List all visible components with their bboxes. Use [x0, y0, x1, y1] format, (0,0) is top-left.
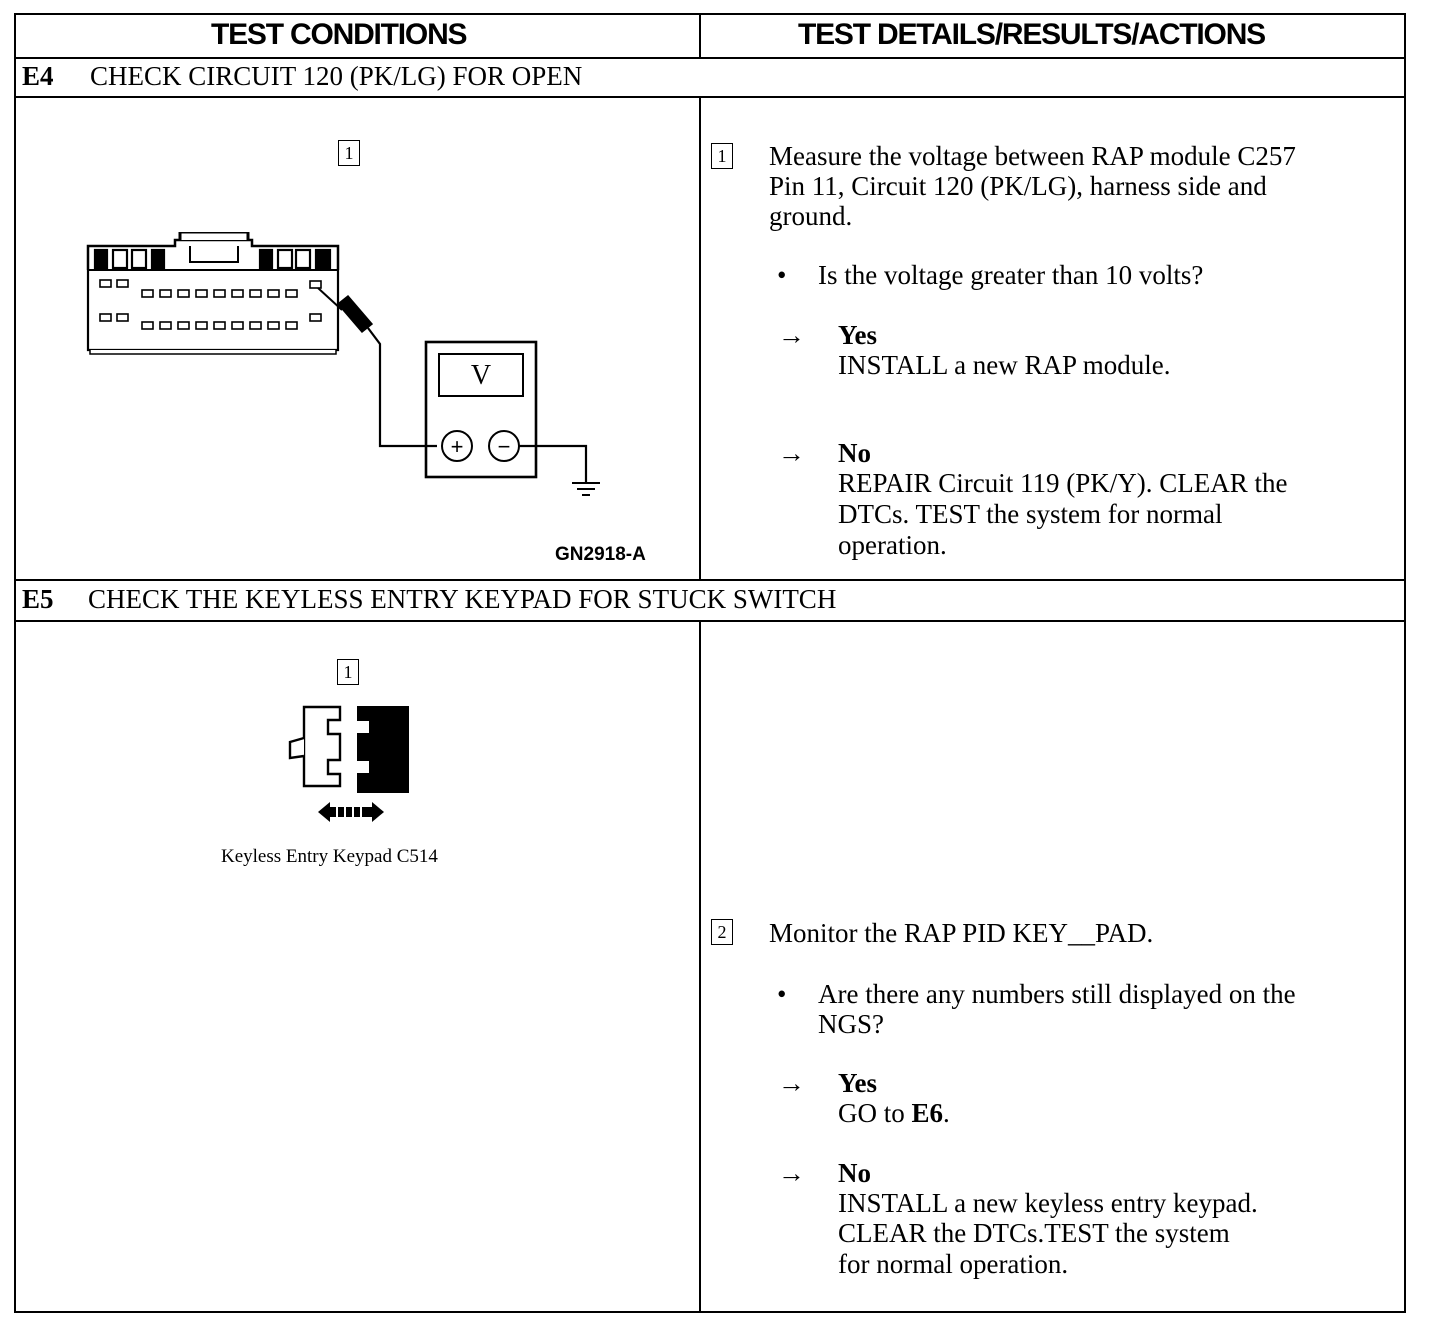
connector-latch — [288, 736, 305, 760]
keypad-connector-diagram — [288, 705, 409, 822]
e5-yes-action-target: E6 — [911, 1098, 944, 1128]
voltmeter-display-label: V — [471, 360, 491, 391]
test-probe — [317, 287, 374, 334]
e4-instruction-line-3: ground. — [769, 201, 853, 231]
e5-figure-step-box: 1 — [337, 659, 359, 685]
voltmeter-connector-diagram: V + − — [86, 232, 600, 496]
e4-yes-arrow: → — [778, 320, 805, 350]
minus-terminal-label: − — [498, 434, 511, 459]
e5-question-line-1: Are there any numbers still displayed on… — [818, 979, 1296, 1009]
e5-no-action-line-3: for normal operation. — [838, 1249, 1069, 1279]
e4-no-action-line-1: REPAIR Circuit 119 (PK/Y). CLEAR the — [838, 468, 1288, 498]
connector-c257 — [86, 232, 340, 355]
e5-instruction: Monitor the RAP PID KEY__PAD. — [769, 918, 1154, 948]
e4-question-bullet: • — [777, 260, 787, 290]
disconnect-arrow-icon — [318, 802, 384, 822]
e5-yes-action: GO to E6. — [838, 1100, 950, 1127]
header-test-details: TEST DETAILS/RESULTS/ACTIONS — [798, 18, 1266, 51]
e4-yes-action-line-1: INSTALL a new RAP module. — [838, 350, 1171, 380]
voltmeter — [424, 340, 538, 479]
plus-terminal-label: + — [451, 434, 464, 459]
e5-question-bullet: • — [777, 979, 787, 1009]
header-test-conditions: TEST CONDITIONS — [211, 18, 468, 51]
e5-title: CHECK THE KEYLESS ENTRY KEYPAD FOR STUCK… — [88, 584, 837, 614]
e4-title: CHECK CIRCUIT 120 (PK/LG) FOR OPEN — [90, 61, 583, 91]
e5-yes-action-prefix: GO to — [838, 1098, 912, 1128]
e5-detail-step-box: 2 — [711, 919, 733, 945]
e5-yes-label: Yes — [838, 1068, 877, 1098]
e5-question-line-2: NGS? — [818, 1009, 884, 1039]
e4-yes-label: Yes — [838, 320, 877, 350]
connector-half-left — [302, 705, 342, 788]
e4-no-arrow: → — [778, 438, 805, 468]
connector-pin-cavities — [99, 279, 322, 330]
ground-icon — [572, 482, 600, 496]
e4-detail-step-box: 1 — [711, 143, 733, 169]
e5-yes-action-suffix: . — [943, 1098, 950, 1128]
e5-yes-arrow: → — [778, 1068, 805, 1098]
e4-figure-step-box: 1 — [338, 140, 360, 166]
e4-step-id: E4 — [22, 61, 54, 91]
e5-figure-caption: Keyless Entry Keypad C514 — [221, 846, 438, 867]
e4-instruction-line-1: Measure the voltage between RAP module C… — [769, 141, 1296, 171]
e4-question: Is the voltage greater than 10 volts? — [818, 260, 1204, 290]
e4-instruction-line-2: Pin 11, Circuit 120 (PK/LG), harness sid… — [769, 171, 1267, 201]
e4-no-action-line-3: operation. — [838, 530, 947, 560]
e4-figure-code: GN2918-A — [555, 544, 646, 565]
connector-half-right — [357, 706, 409, 793]
e5-no-action-line-1: INSTALL a new keyless entry keypad. — [838, 1188, 1258, 1218]
e5-no-arrow: → — [778, 1158, 805, 1188]
e5-no-action-line-2: CLEAR the DTCs.TEST the system — [838, 1218, 1230, 1248]
probe-lead-wire — [367, 327, 437, 448]
e4-no-action-line-2: DTCs. TEST the system for normal — [838, 499, 1223, 529]
ground-lead-wire — [519, 444, 588, 482]
e4-no-label: No — [838, 438, 871, 468]
e5-step-id: E5 — [22, 584, 54, 614]
e5-no-label: No — [838, 1158, 871, 1188]
